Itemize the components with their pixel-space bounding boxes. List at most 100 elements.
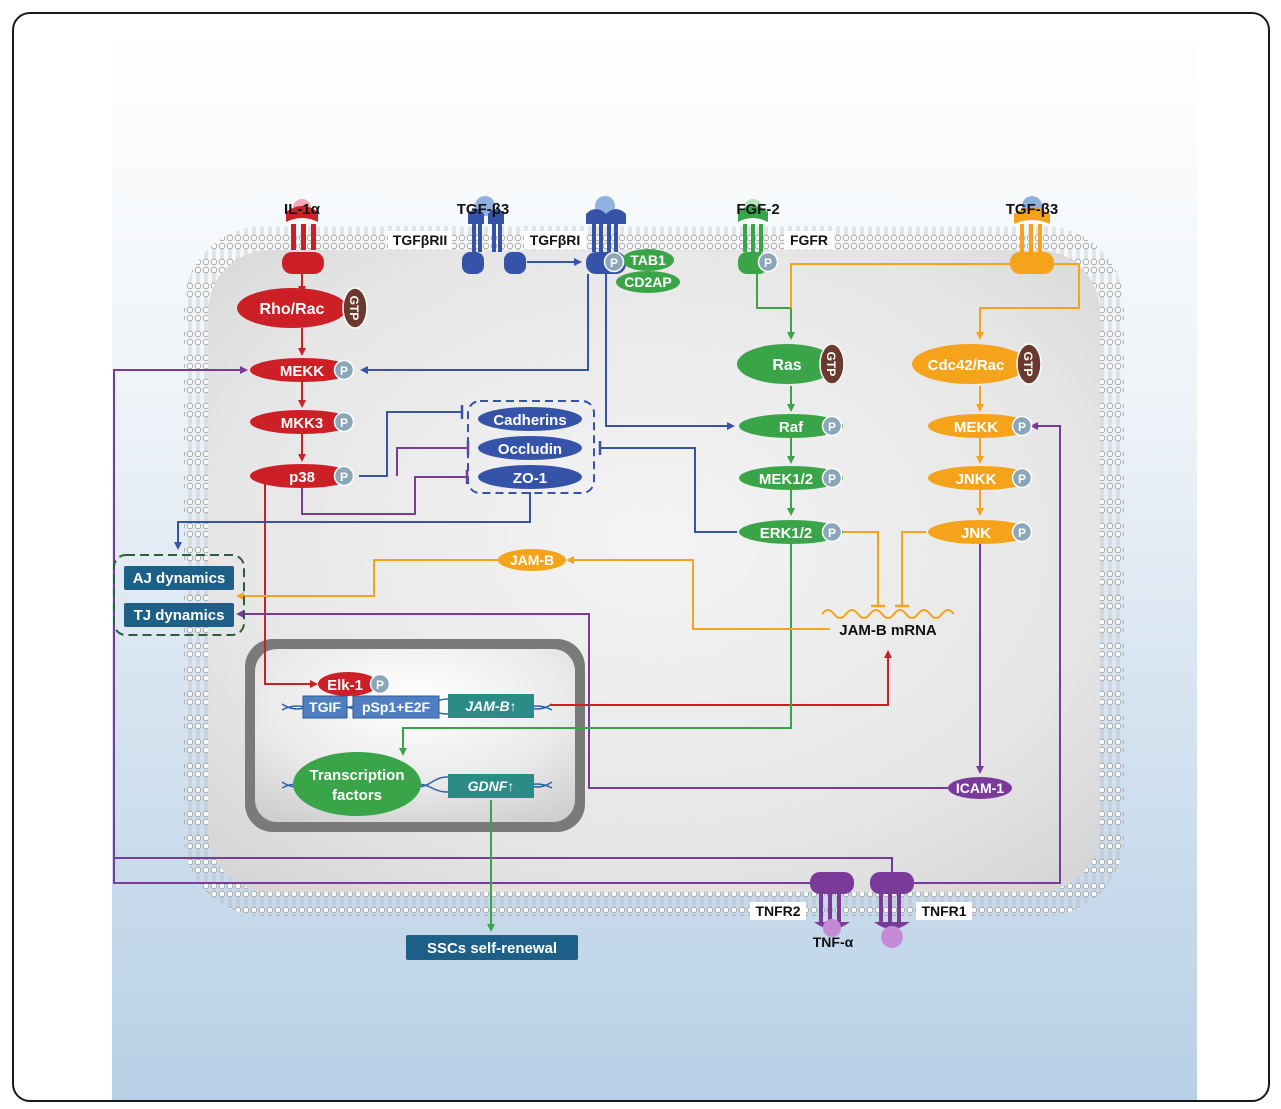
phospho-icon: P (821, 521, 843, 543)
signaling-pathway-diagram: IL-1α TGF-β3 TGFβRII TGFβRI FGF-2 FGFR T… (112, 30, 1197, 1100)
phospho-icon: P (333, 359, 355, 381)
icam1-label: ICAM-1 (956, 780, 1004, 796)
mkk3-node (250, 410, 354, 434)
transcription-factors-line2: factors (332, 787, 382, 804)
phospho-icon-text: P (764, 256, 772, 270)
inhibit-jnk-to-mrna (901, 531, 926, 606)
zo1-node (478, 465, 582, 489)
tnfr1-receptor (870, 872, 914, 948)
tgfbrii-label-bg (388, 231, 452, 249)
tab1-label: TAB1 (630, 252, 666, 268)
jamb-gene-label: JAM-B↑ (465, 698, 516, 714)
arrow-tgfbri-to-raf (605, 274, 735, 430)
arrow-p38-to-elk1 (264, 482, 318, 688)
phospho-icon-text: P (1018, 526, 1026, 540)
cdc42-label: Cdc42/Rac (928, 357, 1005, 374)
ssc-self-renewal-label: SSCs self-renewal (427, 940, 557, 957)
tj-dynamics-label: TJ dynamics (134, 607, 225, 624)
phospho-icon-text: P (828, 420, 836, 434)
tgif-box (302, 695, 348, 719)
fgfr-label: FGFR (790, 232, 828, 248)
arrow-jamb-gene-to-mrna (550, 650, 892, 706)
gtp-badge-cdc42: GTP (1016, 343, 1042, 385)
phospho-icon: P (333, 465, 355, 487)
line-tgfb-orange-to-ras (790, 263, 1032, 308)
ras-label: Ras (772, 357, 801, 374)
inhibit-erk-to-occludin (600, 447, 737, 533)
phospho-icon: P (1011, 521, 1033, 543)
arrow-mrna-to-jamb (566, 556, 830, 630)
transcription-factors-node (293, 752, 421, 816)
phospho-icon: P (369, 673, 391, 695)
arrow-tgfbri-to-mekk (360, 274, 589, 374)
arrow-fgfr-to-ras (756, 274, 795, 340)
zo1-label: ZO-1 (513, 470, 547, 487)
jamb-mrna-strand (821, 609, 955, 619)
gtp-badge-ras-text: GTP (824, 352, 838, 377)
elk1-node (318, 672, 378, 696)
tgfbri-label: TGFβRI (530, 232, 581, 248)
phospho-icon: P (603, 251, 625, 273)
gdnf-gene-label: GDNF↑ (468, 778, 515, 794)
jnkk-node (928, 466, 1032, 490)
inhibit-p38-to-zo1 (301, 476, 467, 515)
phospho-icon: P (1011, 415, 1033, 437)
jnk-label: JNK (961, 525, 991, 542)
tab1-node (622, 249, 674, 271)
phospho-icon-text: P (376, 678, 384, 692)
arrow-jamb-to-junctions (236, 559, 502, 600)
mkk3-label: MKK3 (281, 415, 324, 432)
jamb-protein-node (498, 549, 566, 571)
p38-node (250, 464, 354, 488)
phospho-icon-text: P (610, 256, 618, 270)
fgfr-label-bg (784, 231, 834, 249)
psp1-e2f-box (352, 695, 440, 719)
transcription-factors-line1: Transcription (309, 767, 404, 784)
tgfb3-right-label: TGF-β3 (1006, 201, 1059, 218)
arrow-tgfb-to-cdc42 (976, 263, 1080, 340)
tgfbrii-label: TGFβRII (393, 232, 447, 248)
tgfbri-label-bg (524, 231, 586, 249)
rho-rac-label: Rho/Rac (260, 301, 325, 318)
mekk-red-node (250, 358, 354, 382)
phospho-icon: P (1011, 467, 1033, 489)
phospho-icon: P (333, 411, 355, 433)
cadherins-label: Cadherins (493, 412, 566, 429)
phospho-icon: P (821, 467, 843, 489)
mekk-orange-node (928, 414, 1032, 438)
gdnf-gene-box (448, 774, 534, 798)
gtp-badge-rho-text: GTP (347, 296, 361, 321)
ras-node (737, 344, 837, 384)
p38-label: p38 (289, 469, 315, 486)
gtp-badge-cdc42-text: GTP (1021, 352, 1035, 377)
tj-dynamics-box (124, 603, 234, 627)
gtp-badge-rho: GTP (342, 287, 368, 329)
arrow-tnfr1-to-mekk-orange (914, 422, 1061, 884)
phospho-icon-text: P (340, 416, 348, 430)
arrow-icam1-to-tj (236, 610, 948, 789)
phospho-icon: P (821, 415, 843, 437)
inhibit-erk-to-mrna (842, 531, 879, 606)
inhibit-p38-to-occludin (396, 447, 468, 476)
aj-dynamics-box (124, 566, 234, 590)
rho-rac-node (237, 288, 347, 328)
tnfr1-label-bg (916, 902, 972, 920)
figure-frame: IL-1α TGF-β3 TGFβRII TGFβRI FGF-2 FGFR T… (12, 12, 1270, 1102)
mek12-label: MEK1/2 (759, 471, 813, 488)
ssc-self-renewal-box (406, 935, 578, 960)
jamb-mrna-label: JAM-B mRNA (839, 622, 937, 639)
tnfa-label: TNF-α (813, 934, 854, 950)
cd2ap-label: CD2AP (624, 274, 671, 290)
erk12-label: ERK1/2 (760, 525, 813, 542)
mekk-red-label: MEKK (280, 363, 324, 380)
occludin-label: Occludin (498, 441, 562, 458)
cadherins-node (478, 407, 582, 431)
jnk-node (928, 520, 1032, 544)
tgif-label: TGIF (309, 699, 341, 715)
fgfr-receptor (738, 199, 768, 274)
phospho-icon-text: P (828, 472, 836, 486)
il1a-label: IL-1α (284, 201, 321, 218)
gtp-badge-ras: GTP (819, 343, 845, 385)
junction-dynamics-group (113, 554, 245, 636)
tgfbrii-receptor (462, 196, 526, 274)
